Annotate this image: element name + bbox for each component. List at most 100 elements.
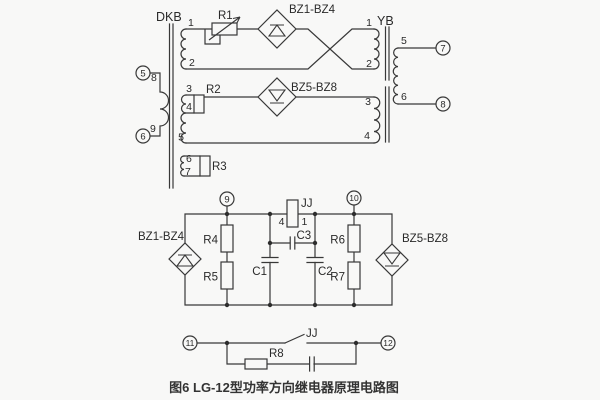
terminal-6 <box>135 128 151 144</box>
resistor-r3 <box>199 155 211 177</box>
terminal-10 <box>346 190 362 206</box>
jj-contact-label: JJ <box>306 328 318 340</box>
terminal-11 <box>182 335 198 351</box>
capacitor-plates-bottom <box>309 356 315 372</box>
yb-pin-3: 3 <box>365 96 371 108</box>
dkb-winding-1-2 <box>180 28 187 70</box>
c1-label: C1 <box>252 266 267 278</box>
jj-contact-blade <box>284 333 305 344</box>
dkb-pin-5: 5 <box>178 132 184 144</box>
top-section: 5 6 7 8 DKB YB BZ1-BZ4 BZ5-BZ8 R1 R2 R3 … <box>135 4 451 189</box>
jj-pin-4: 4 <box>279 216 285 228</box>
dkb-winding-6-7 <box>180 155 185 177</box>
bottom-section-wires <box>196 342 382 365</box>
bridge-bz1-bz4-top <box>257 9 297 49</box>
terminal-10-number: 10 <box>349 193 359 203</box>
junction-dot <box>351 211 357 217</box>
junction-dot <box>224 211 230 217</box>
diode-up-icon <box>175 254 195 267</box>
resistor-r2 <box>193 94 205 114</box>
dkb-primary-winding <box>149 72 170 137</box>
top-section-wires <box>183 28 437 177</box>
junction-dot <box>224 340 230 346</box>
jj-pin-1: 1 <box>302 216 308 228</box>
terminal-7 <box>435 40 451 56</box>
r6-label: R6 <box>330 235 345 247</box>
terminal-12 <box>380 335 396 351</box>
dkb-pin-3: 3 <box>186 83 192 95</box>
junction-dot <box>267 302 273 308</box>
resistor-r7 <box>347 261 361 290</box>
bridge-diamond <box>257 9 297 49</box>
terminal-5 <box>135 65 151 81</box>
dkb-pin-8: 8 <box>151 72 157 84</box>
junction-dot <box>267 240 273 246</box>
bz5-bz8-top-label: BZ5-BZ8 <box>291 82 337 94</box>
resistor-r6 <box>347 224 361 253</box>
bz5-bz8-mid-label: BZ5-BZ8 <box>402 233 448 245</box>
relay-coil-jj <box>286 199 299 228</box>
dkb-pin-1: 1 <box>188 17 194 29</box>
terminal-11-number: 11 <box>186 338 195 348</box>
dkb-pin-4: 4 <box>186 101 192 113</box>
dkb-pin-2: 2 <box>189 57 195 69</box>
bridge-diamond <box>168 242 202 276</box>
bz1-bz4-top-label: BZ1-BZ4 <box>289 4 336 16</box>
junction-dot <box>351 302 357 308</box>
yb-winding-3-4 <box>373 96 381 144</box>
junction-dot <box>267 211 273 217</box>
terminal-8 <box>435 96 451 112</box>
bridge-bz1-bz4-mid <box>168 242 202 276</box>
c2-label: C2 <box>318 266 333 278</box>
yb-label: YB <box>377 14 394 28</box>
r1-label: R1 <box>218 10 233 22</box>
dkb-pin-6: 6 <box>186 153 192 165</box>
terminal-9 <box>219 191 235 207</box>
terminal-7-number: 7 <box>440 43 445 54</box>
terminal-8-number: 8 <box>440 99 445 110</box>
yb-pin-2: 2 <box>366 58 372 70</box>
bz1-bz4-mid-label: BZ1-BZ4 <box>138 231 185 243</box>
dkb-label: DKB <box>156 10 182 24</box>
r7-label: R7 <box>330 272 345 284</box>
yb-pin-4: 4 <box>364 130 370 142</box>
c3-label: C3 <box>297 230 312 242</box>
yb-pin-1: 1 <box>366 17 372 29</box>
terminal-12-number: 12 <box>383 338 393 348</box>
yb-pin-5: 5 <box>401 35 407 47</box>
resistor-r4 <box>220 224 234 253</box>
bridge-diamond <box>257 77 297 117</box>
yb-winding-1-2 <box>373 28 380 70</box>
capacitor-plates-c1-c2-c3 <box>261 236 324 264</box>
dkb-winding-3-4-5 <box>180 94 187 144</box>
diode-up-icon <box>267 24 287 37</box>
yb-winding-5-6 <box>392 47 399 105</box>
terminal-5-number: 5 <box>140 68 145 79</box>
bridge-diamond <box>375 243 409 277</box>
junction-dot <box>312 302 318 308</box>
terminal-6-number: 6 <box>140 131 145 142</box>
yb-pin-6: 6 <box>401 91 407 103</box>
dkb-core <box>168 23 174 189</box>
resistor-r5 <box>220 261 234 290</box>
bridge-bz5-bz8-top <box>257 77 297 117</box>
r3-label: R3 <box>212 161 227 173</box>
junction-dot <box>353 340 359 346</box>
bridge-bz5-bz8-mid <box>375 243 409 277</box>
dkb-pin-7: 7 <box>185 166 191 178</box>
figure-caption: 图6 LG-12型功率方向继电器原理电路图 <box>169 380 399 395</box>
dkb-pin-9: 9 <box>150 123 156 135</box>
r4-label: R4 <box>203 235 218 247</box>
bottom-section: 11 12 JJ R8 <box>182 328 396 372</box>
r5-label: R5 <box>203 272 218 284</box>
yb-core <box>384 26 390 143</box>
junction-dot <box>312 240 318 246</box>
junction-dots-middle <box>224 211 357 308</box>
middle-section: 9 10 BZ1-BZ4 BZ5-BZ8 R4 R5 R6 R7 C1 C2 C… <box>138 190 448 308</box>
junction-dots-bottom <box>224 340 359 346</box>
diode-down-icon <box>267 89 287 104</box>
resistor-r8 <box>244 358 268 370</box>
junction-dot <box>312 211 318 217</box>
